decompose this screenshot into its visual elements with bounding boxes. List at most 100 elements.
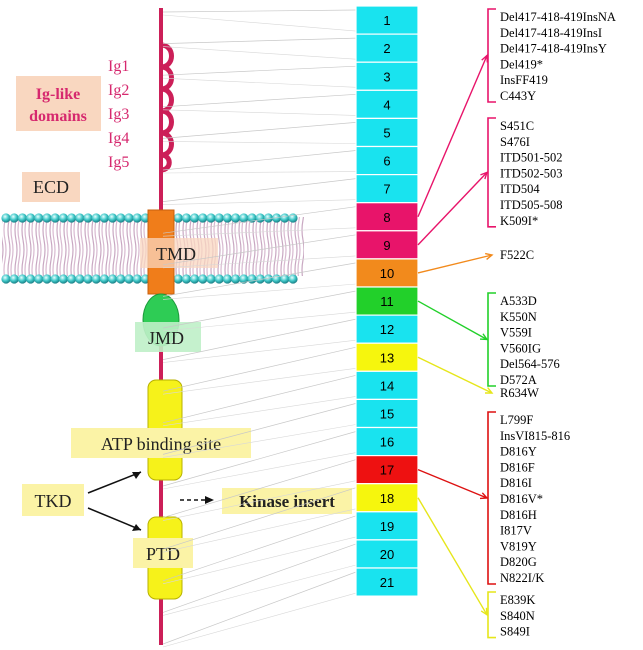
membrane-bead [255, 213, 265, 223]
exon-21: 21 [355, 567, 419, 597]
mutation-group-exon-8: Del417-418-419InsNADel417-418-419InsIDel… [417, 8, 616, 218]
guide-line [162, 109, 357, 116]
membrane-bead [173, 213, 183, 223]
mutation-arrowhead [480, 607, 488, 617]
mutation-label: ITD502-503 [500, 166, 563, 180]
mutation-label: S849I [500, 625, 530, 639]
tmd-label-bg [140, 238, 218, 268]
membrane-bead [1, 274, 11, 284]
membrane-bead [83, 274, 93, 284]
membrane-bead [75, 213, 85, 223]
mutation-arrowhead [479, 333, 489, 341]
exon-box [355, 426, 419, 457]
mutation-arrowhead [480, 171, 489, 180]
exon-number: 9 [383, 238, 390, 253]
exon-number: 17 [380, 463, 394, 478]
guide-line [162, 368, 357, 395]
guide-line [162, 431, 357, 487]
guide-line [162, 234, 357, 266]
ecd-label-bg [22, 172, 80, 202]
exon-number: 11 [380, 294, 394, 309]
guide-line [162, 150, 357, 171]
mutation-label: ITD505-508 [500, 198, 563, 212]
membrane-bead [116, 213, 126, 223]
ig5-label: Ig5 [108, 154, 129, 171]
guide-line [162, 206, 357, 234]
guide-line [162, 403, 357, 455]
kinase-insert-arrowhead [205, 496, 214, 504]
guide-line [162, 199, 357, 205]
membrane-bead [231, 213, 241, 223]
membrane-bead [181, 274, 191, 284]
exon-number: 19 [380, 519, 394, 534]
mutation-connector [417, 469, 488, 499]
membrane-bead [263, 274, 273, 284]
mutation-group-exon-9: S451CS476IITD501-502ITD502-503ITD504ITD5… [417, 117, 563, 246]
guide-line [162, 592, 357, 648]
mutation-label: ITD504 [500, 182, 540, 196]
guide-line [162, 536, 357, 585]
exon-2: 2 [355, 33, 419, 63]
membrane-bead [222, 274, 232, 284]
ig-like-label-line2: domains [29, 108, 87, 125]
exon-14: 14 [355, 370, 419, 400]
membrane-bead [91, 213, 101, 223]
mutation-label: ITD501-502 [500, 151, 563, 165]
membrane-bead [124, 274, 134, 284]
ig3-label: Ig3 [108, 106, 129, 123]
exon-1: 1 [355, 5, 419, 35]
exon-number: 3 [383, 69, 390, 84]
exon-7: 7 [355, 174, 419, 204]
membrane-bead [17, 213, 27, 223]
exon-box [355, 230, 419, 260]
membrane-bead [75, 274, 85, 284]
mutation-connector [417, 171, 488, 246]
membrane-bead [190, 213, 200, 223]
ig2-label: Ig2 [108, 82, 129, 99]
exon-5: 5 [355, 117, 419, 148]
mutation-bracket [487, 411, 496, 585]
exon-number: 2 [383, 41, 390, 56]
guide-line [162, 571, 357, 645]
membrane-bead [42, 213, 52, 223]
mutation-lists: Del417-418-419InsNADel417-418-419InsIDel… [417, 8, 616, 639]
mutation-bracket [487, 8, 496, 103]
mutation-bracket [487, 292, 496, 387]
ig1-label: Ig1 [108, 58, 129, 75]
membrane-bead [280, 213, 290, 223]
guide-line [162, 515, 357, 582]
guide-line [162, 424, 357, 458]
membrane-bead [247, 274, 257, 284]
membrane-bead [206, 274, 216, 284]
mutation-label: V560IG [500, 341, 541, 355]
membrane-bead [17, 274, 27, 284]
exon-13: 13 [355, 342, 419, 372]
guide-line [162, 255, 357, 269]
atp-label: ATP binding site [101, 434, 221, 454]
membrane-bead [280, 274, 290, 284]
exon-number: 5 [383, 125, 390, 140]
guide-line [162, 290, 357, 329]
mutation-label: D816I [500, 476, 532, 490]
mutation-group-exon-10: F522C [417, 248, 534, 274]
membrane-bead [272, 213, 282, 223]
guide-line [162, 37, 357, 44]
exon-number: 21 [380, 575, 394, 590]
exon-18: 18 [355, 483, 419, 513]
guide-line [162, 122, 357, 139]
mutation-bracket [487, 117, 496, 228]
membrane-bead [272, 274, 282, 284]
kinase-insert-label: Kinase insert [239, 492, 335, 511]
membrane-bead [132, 274, 142, 284]
mutation-label: N822I/K [500, 571, 544, 585]
membrane-bead [108, 274, 118, 284]
guide-line [162, 14, 357, 32]
mutation-label: InsVI815-816 [500, 429, 570, 443]
exon-10: 10 [355, 258, 419, 288]
exon-box [355, 342, 419, 372]
membrane-bead [239, 274, 249, 284]
exon-box [355, 33, 419, 63]
